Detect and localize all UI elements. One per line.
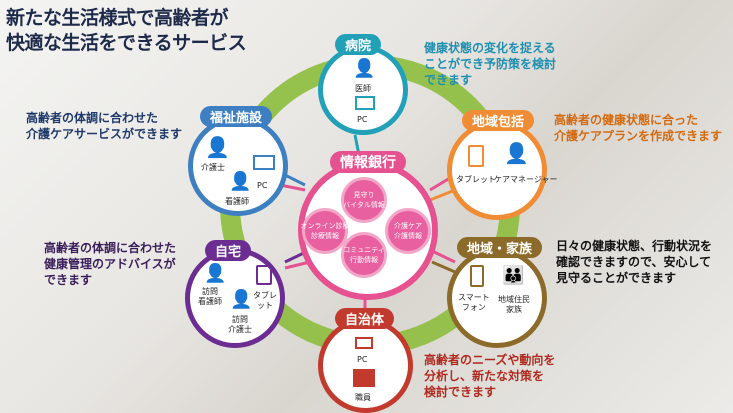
pc-icon — [253, 155, 275, 170]
page-title: 新たな生活様式で高齢者が 快適な生活をできるサービス — [6, 7, 247, 54]
pc-icon — [355, 337, 373, 349]
welfare-desc: 高齢者の体調に合わせた介護ケアサービスができます — [26, 111, 183, 141]
smartphone-label: スマート フォン — [458, 293, 490, 312]
family-desc: 日々の健康状態、行動状況を確認できますので、安心して見守ることができます — [556, 239, 713, 285]
doctor-label: 医師 — [355, 84, 371, 93]
care-info: 介護ケア 介護情報 — [385, 208, 431, 254]
info-bank-label: 情報銀行 — [330, 151, 406, 173]
hospital-label: 病院 — [335, 34, 382, 55]
tablet-label: タブレット — [456, 175, 496, 184]
care-manager-icon: 👤 — [504, 141, 529, 165]
pc-label: PC — [257, 181, 268, 190]
family-icon: 👪 — [502, 265, 525, 286]
home-label: 自宅 — [205, 240, 252, 261]
pc-icon — [355, 96, 375, 110]
hospital-node: 👤 医師 PC — [318, 45, 408, 135]
nurse-icon: 👤 — [229, 171, 252, 192]
family-node: スマート フォン 👪 地域住民 家族 — [447, 248, 547, 348]
visiting-nurse-icon: 👤 — [204, 263, 227, 284]
family-label: 地域住民 家族 — [498, 295, 530, 314]
arrow-family — [431, 260, 456, 274]
municipality-node: PC 職員 — [318, 318, 413, 413]
tablet-label: タブレット — [253, 291, 277, 310]
arrow-community — [429, 188, 456, 202]
visiting-nurse-label: 訪問 看護師 — [198, 287, 222, 306]
online-medical-info: オンライン診療 診療情報 — [301, 208, 350, 254]
welfare-node: 👤 介護士 👤 看護師 PC — [188, 116, 288, 216]
caregiver-label: 介護士 — [201, 163, 225, 172]
pc-label: PC — [357, 115, 368, 124]
visiting-caregiver-icon: 👤 — [230, 289, 253, 310]
building-icon — [353, 369, 375, 387]
nurse-label: 看護師 — [225, 197, 249, 206]
arrow-to-welfare — [279, 183, 306, 192]
community-desc: 高齢者の健康状態に合った介護ケアプランを作成できます — [554, 113, 723, 143]
family-label-badge: 地域・家族 — [457, 237, 543, 258]
watch-vital-info: 見守り バイタル情報 — [341, 177, 387, 223]
community-info: コミュニティ 行動情報 — [341, 232, 387, 278]
tablet-icon — [468, 145, 484, 167]
doctor-icon: 👤 — [353, 58, 376, 79]
home-node: 👤 訪問 看護師 👤 訪問 介護士 タブレット — [185, 248, 285, 348]
home-desc: 高齢者の体調に合わせた健康管理のアドバイスができます — [44, 241, 177, 287]
caregiver-icon: 👤 — [205, 135, 230, 159]
staff-label: 職員 — [355, 393, 371, 402]
care-manager-label: ケアマネージャー — [494, 175, 558, 184]
municipality-label: 自治体 — [335, 308, 395, 329]
smartphone-icon — [470, 265, 484, 287]
welfare-label: 福祉施設 — [200, 106, 273, 127]
tablet-icon — [256, 265, 272, 285]
visiting-caregiver-label: 訪問 介護士 — [228, 315, 252, 334]
municipality-desc: 高齢者のニーズや動向を分析し、新たな対策を検討できます — [424, 353, 556, 399]
hospital-desc: 健康状態の変化を捉えることができ予防策を検討できます — [424, 41, 557, 87]
pc-label: PC — [357, 355, 368, 364]
community-node: タブレット 👤 ケアマネージャー — [447, 120, 557, 220]
community-label: 地域包括 — [462, 110, 535, 131]
